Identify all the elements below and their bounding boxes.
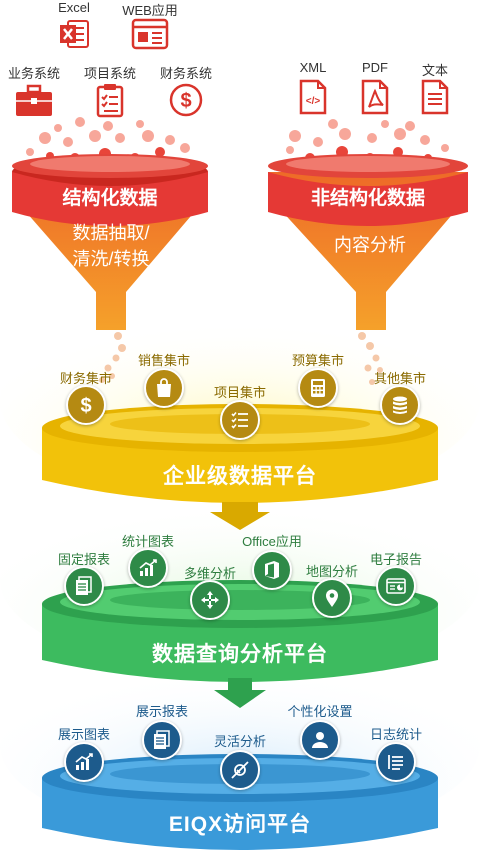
e-report-icon [386,578,406,594]
tier3-item-label: 日志统计 [369,727,423,742]
funnel-left-line2: 清洗/转换 [72,249,150,269]
funnel-right-title: 非结构化数据 [310,188,426,209]
bar-chart-icon [75,753,93,770]
report-icon [154,730,170,749]
report-icon [76,576,92,595]
tier2-item-label: 固定报表 [57,552,111,567]
briefcase-icon [16,84,52,116]
excel-icon [60,20,89,48]
source-label: 项目系统 [83,66,137,81]
checklist-icon [231,411,248,429]
tier1-item-label: 项目集市 [213,385,267,400]
tier1-item-label: 财务集市 [59,371,113,386]
pdf-file-icon [361,79,389,115]
tier2-item-map[interactable] [312,578,352,618]
source-label: WEB应用 [122,3,178,18]
map-pin-icon [326,589,338,607]
funnel-left-desc: 数据抽取/ 清洗/转换 [72,220,149,272]
tier1-item-budget[interactable] [298,368,338,408]
arrows-icon [201,591,219,609]
funnel-left-line1: 数据抽取/ [72,223,150,243]
tier2-item-label: 地图分析 [305,564,359,579]
user-icon [312,732,328,748]
database-icon [393,396,407,414]
tier3-item-log-stats[interactable] [376,742,416,782]
source-label: Excel [58,0,90,15]
tier3-item-flex-analysis[interactable] [220,750,260,790]
tier3-item-display-report[interactable] [142,720,182,760]
tier1-item-project[interactable] [220,400,260,440]
flexible-analysis-icon [231,761,249,779]
tier1-item-other[interactable] [380,385,420,425]
tier1-item-finance[interactable]: $ [66,385,106,425]
xml-file-icon: </> [299,79,327,115]
tier3-item-label: 展示报表 [135,704,189,719]
tier2-item-label: 多维分析 [183,566,237,581]
web-app-icon [131,18,169,50]
tier1-label: 企业级数据平台 [163,465,317,488]
tier3-item-label: 个性化设置 [287,704,353,719]
svg-text:$: $ [180,90,191,112]
tier2-item-multidim[interactable] [190,580,230,620]
funnel-left-title: 结构化数据 [62,188,158,209]
office-icon [265,561,279,579]
log-list-icon [388,755,403,770]
tier2-item-ereport[interactable] [376,566,416,606]
tier3-item-display-chart[interactable] [64,742,104,782]
tier1-item-label: 其他集市 [373,371,427,386]
tier1-item-label: 销售集市 [137,353,191,368]
clipboard-icon [96,84,124,118]
shopping-bag-icon [157,378,171,397]
source-label: XML [299,60,327,75]
tier2-item-fixed-report[interactable] [64,566,104,606]
source-label: 文本 [421,63,449,78]
tier2-label: 数据查询分析平台 [152,643,328,666]
source-label: 业务系统 [7,66,61,81]
svg-text:</>: </> [306,96,321,107]
source-label: PDF [362,60,388,75]
tier2-item-label: 电子报告 [369,552,423,567]
tier2-item-stat-chart[interactable] [128,548,168,588]
tier3-item-personalize[interactable] [300,720,340,760]
bar-chart-icon [139,559,157,576]
dollar-icon: $ [80,395,91,417]
calculator-icon [311,379,325,397]
tier3-label: EIQX访问平台 [168,813,312,836]
source-label: 财务系统 [159,66,213,81]
svg-text:$: $ [80,395,91,417]
tier3-item-label: 灵活分析 [213,734,267,749]
tier2-item-label: 统计图表 [121,534,175,549]
text-file-icon [421,79,449,115]
tier2-item-office[interactable] [252,550,292,590]
dollar-icon: $ [169,83,203,117]
tier3-item-label: 展示图表 [57,727,111,742]
tier2-item-label: Office应用 [242,534,302,549]
tier1-item-sales[interactable] [144,368,184,408]
funnel-right-line1: 内容分析 [334,235,406,255]
tier1-item-label: 预算集市 [291,353,345,368]
